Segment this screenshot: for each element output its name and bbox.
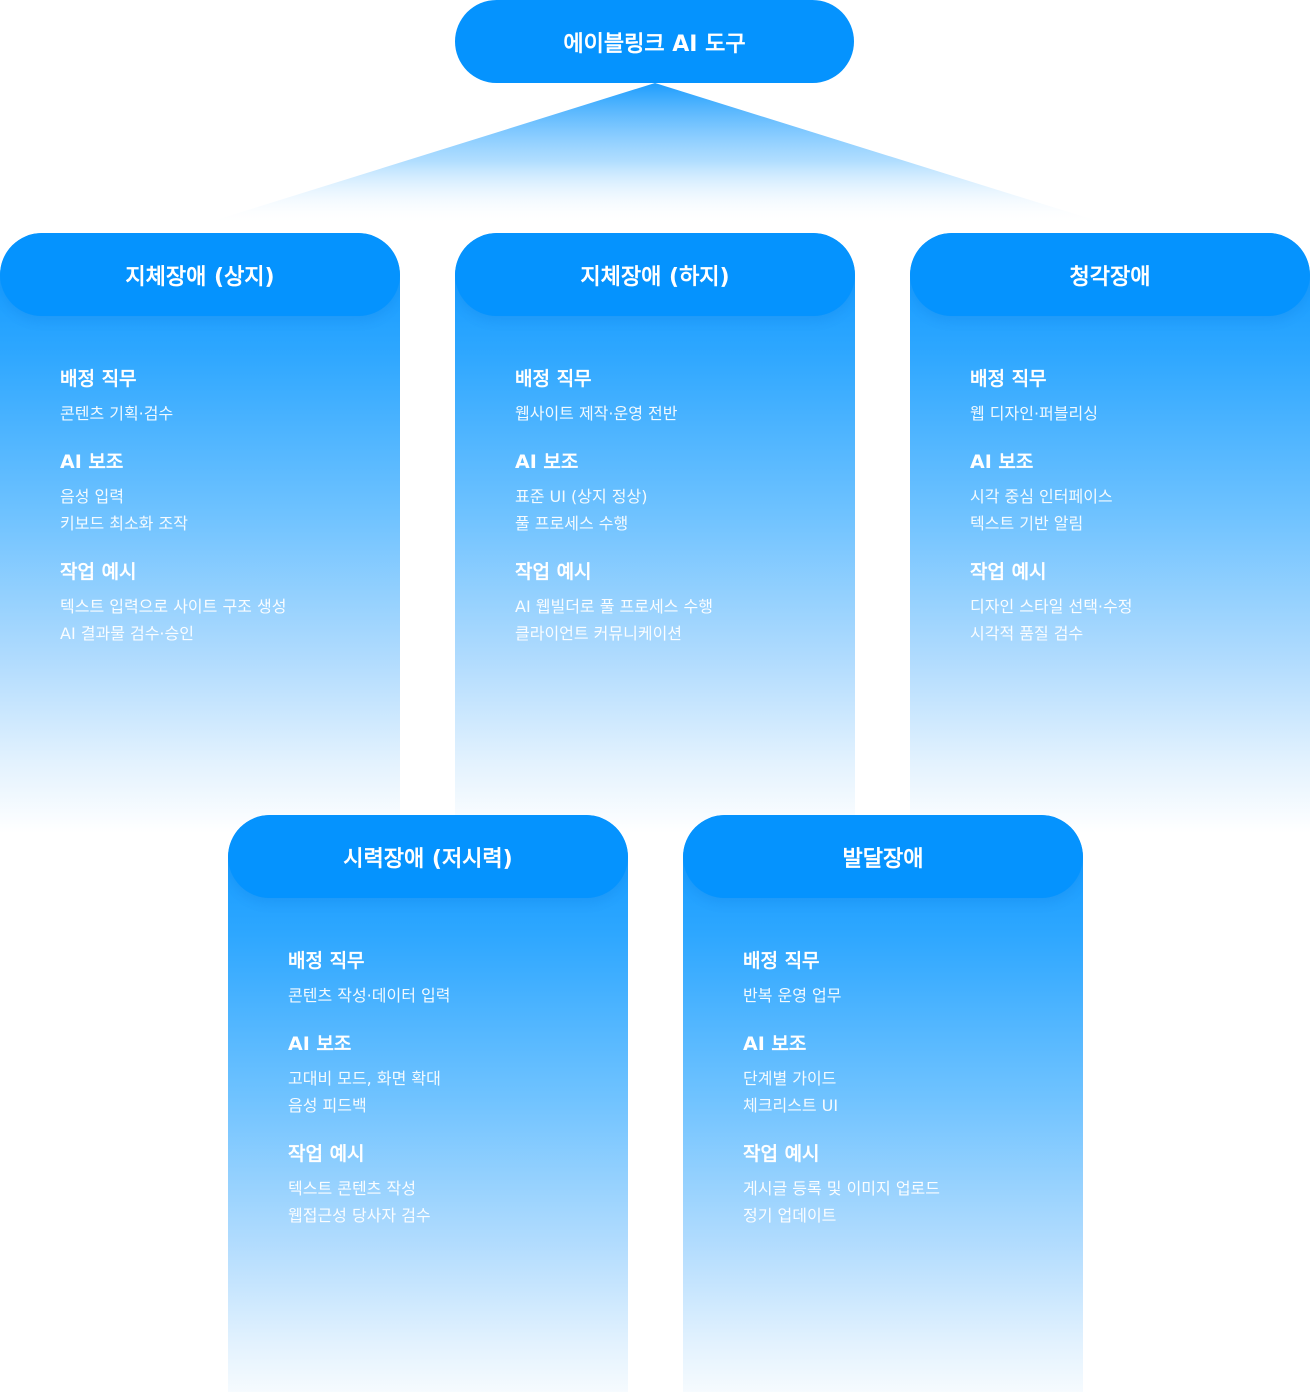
card-title: 청각장애 xyxy=(1069,264,1151,290)
work-example-section: 작업 예시 게시글 등록 및 이미지 업로드 정기 업데이트 xyxy=(743,1141,1083,1229)
assist-item: 음성 피드백 xyxy=(288,1096,367,1115)
section-title: 배정 직무 xyxy=(970,368,1047,390)
assist-item: 시각 중심 인터페이스 xyxy=(970,487,1113,506)
card-title: 지체장애 (하지) xyxy=(580,264,730,290)
work-example-section: 작업 예시 텍스트 입력으로 사이트 구조 생성 AI 결과물 검수·승인 xyxy=(60,559,400,647)
category-card-hearing: 청각장애 배정 직무 웹 디자인·퍼블리싱 AI 보조 시각 중심 인터페이스 … xyxy=(910,233,1310,833)
example-item: AI 웹빌더로 풀 프로세스 수행 xyxy=(515,597,713,616)
card-header: 시력장애 (저시력) xyxy=(228,815,628,898)
card-header: 청각장애 xyxy=(910,233,1310,316)
section-title: 배정 직무 xyxy=(60,368,137,390)
category-card-low-vision: 시력장애 (저시력) 배정 직무 콘텐츠 작성·데이터 입력 AI 보조 고대비… xyxy=(228,815,628,1392)
section-title: AI 보조 xyxy=(515,451,579,473)
assist-item: 고대비 모드, 화면 확대 xyxy=(288,1069,441,1088)
work-example-section: 작업 예시 AI 웹빌더로 풀 프로세스 수행 클라이언트 커뮤니케이션 xyxy=(515,559,855,647)
ai-assist-section: AI 보조 단계별 가이드 체크리스트 UI xyxy=(743,1031,1083,1119)
section-title: AI 보조 xyxy=(970,451,1034,473)
section-title: 배정 직무 xyxy=(743,950,820,972)
assist-item: 키보드 최소화 조작 xyxy=(60,514,188,533)
example-item: 웹접근성 당사자 검수 xyxy=(288,1206,431,1225)
card-title: 지체장애 (상지) xyxy=(125,264,275,290)
example-item: 클라이언트 커뮤니케이션 xyxy=(515,624,683,643)
job-item: 콘텐츠 기획·검수 xyxy=(60,404,174,423)
example-item: 텍스트 입력으로 사이트 구조 생성 xyxy=(60,597,287,616)
category-card-upper-limb: 지체장애 (상지) 배정 직무 콘텐츠 기획·검수 AI 보조 음성 입력 키보… xyxy=(0,233,400,833)
section-title: 작업 예시 xyxy=(288,1143,365,1165)
job-item: 웹사이트 제작·운영 전반 xyxy=(515,404,678,423)
section-title: AI 보조 xyxy=(288,1033,352,1055)
card-header: 발달장애 xyxy=(683,815,1083,898)
example-item: 정기 업데이트 xyxy=(743,1206,837,1225)
section-title: AI 보조 xyxy=(743,1033,807,1055)
job-item: 반복 운영 업무 xyxy=(743,986,842,1005)
assigned-job-section: 배정 직무 콘텐츠 기획·검수 xyxy=(60,366,400,427)
section-title: 작업 예시 xyxy=(515,561,592,583)
assist-item: 풀 프로세스 수행 xyxy=(515,514,629,533)
work-example-section: 작업 예시 텍스트 콘텐츠 작성 웹접근성 당사자 검수 xyxy=(288,1141,628,1229)
section-title: 작업 예시 xyxy=(970,561,1047,583)
section-title: 배정 직무 xyxy=(515,368,592,390)
job-item: 콘텐츠 작성·데이터 입력 xyxy=(288,986,451,1005)
ai-assist-section: AI 보조 음성 입력 키보드 최소화 조작 xyxy=(60,449,400,537)
assigned-job-section: 배정 직무 웹사이트 제작·운영 전반 xyxy=(515,366,855,427)
assist-item: 표준 UI (상지 정상) xyxy=(515,487,648,506)
assist-item: 텍스트 기반 알림 xyxy=(970,514,1084,533)
work-example-section: 작업 예시 디자인 스타일 선택·수정 시각적 품질 검수 xyxy=(970,559,1310,647)
example-item: AI 결과물 검수·승인 xyxy=(60,624,194,643)
example-item: 디자인 스타일 선택·수정 xyxy=(970,597,1133,616)
section-title: 배정 직무 xyxy=(288,950,365,972)
assigned-job-section: 배정 직무 콘텐츠 작성·데이터 입력 xyxy=(288,948,628,1009)
card-title: 발달장애 xyxy=(842,846,924,872)
job-item: 웹 디자인·퍼블리싱 xyxy=(970,404,1098,423)
ai-assist-section: AI 보조 표준 UI (상지 정상) 풀 프로세스 수행 xyxy=(515,449,855,537)
category-card-developmental: 발달장애 배정 직무 반복 운영 업무 AI 보조 단계별 가이드 체크리스트 … xyxy=(683,815,1083,1392)
assist-item: 음성 입력 xyxy=(60,487,124,506)
assist-item: 단계별 가이드 xyxy=(743,1069,837,1088)
example-item: 시각적 품질 검수 xyxy=(970,624,1084,643)
assist-item: 체크리스트 UI xyxy=(743,1096,839,1115)
ai-assist-section: AI 보조 시각 중심 인터페이스 텍스트 기반 알림 xyxy=(970,449,1310,537)
card-header: 지체장애 (하지) xyxy=(455,233,855,316)
section-title: 작업 예시 xyxy=(743,1143,820,1165)
card-header: 지체장애 (상지) xyxy=(0,233,400,316)
root-node: 에이블링크 AI 도구 xyxy=(455,0,854,83)
section-title: 작업 예시 xyxy=(60,561,137,583)
category-card-lower-limb: 지체장애 (하지) 배정 직무 웹사이트 제작·운영 전반 AI 보조 표준 U… xyxy=(455,233,855,833)
section-title: AI 보조 xyxy=(60,451,124,473)
example-item: 게시글 등록 및 이미지 업로드 xyxy=(743,1179,940,1198)
connector-beam xyxy=(200,83,1110,225)
assigned-job-section: 배정 직무 웹 디자인·퍼블리싱 xyxy=(970,366,1310,427)
assigned-job-section: 배정 직무 반복 운영 업무 xyxy=(743,948,1083,1009)
card-title: 시력장애 (저시력) xyxy=(343,846,513,872)
example-item: 텍스트 콘텐츠 작성 xyxy=(288,1179,416,1198)
root-label: 에이블링크 AI 도구 xyxy=(563,31,746,57)
ai-assist-section: AI 보조 고대비 모드, 화면 확대 음성 피드백 xyxy=(288,1031,628,1119)
